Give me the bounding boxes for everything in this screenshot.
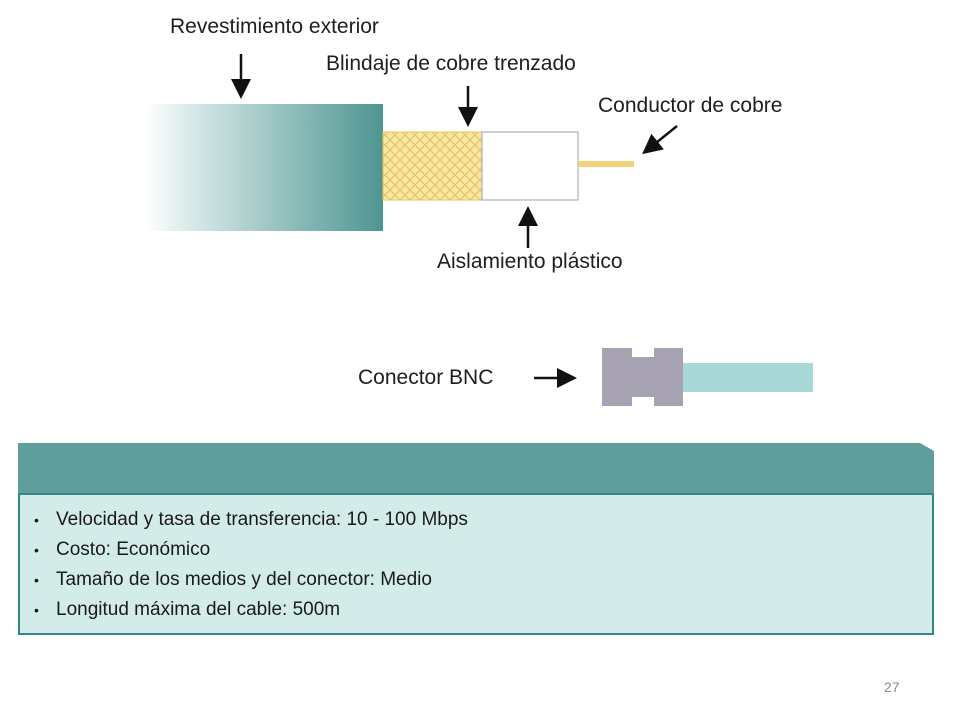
copper-conductor [578, 161, 634, 167]
insulation-label: Aislamiento plástico [437, 250, 623, 273]
conductor-label: Conductor de cobre [598, 94, 783, 117]
bnc-cable [683, 363, 813, 392]
outer-jacket [145, 104, 383, 231]
outer-jacket-label: Revestimiento exterior [170, 15, 379, 38]
bullet-icon: • [34, 572, 39, 588]
plastic-insulation [481, 131, 579, 201]
specs-list-item: • Longitud máxima del cable: 500m [34, 595, 468, 625]
spec-cost: Costo: Económico [56, 539, 211, 560]
spec-speed: Velocidad y tasa de transferencia: 10 - … [56, 509, 468, 530]
spec-size: Tamaño de los medios y del conector: Med… [56, 569, 432, 590]
specs-panel-body: • Velocidad y tasa de transferencia: 10 -… [18, 493, 934, 635]
conductor-arrow [642, 125, 678, 155]
specs-panel-header [18, 443, 934, 495]
bullet-icon: • [34, 512, 39, 528]
specs-list-item: • Velocidad y tasa de transferencia: 10 -… [34, 505, 468, 535]
braided-shield [382, 131, 483, 201]
page-number: 27 [884, 679, 900, 695]
bullet-icon: • [34, 602, 39, 618]
bnc-connector [602, 348, 813, 406]
braided-shield-label: Blindaje de cobre trenzado [326, 52, 576, 75]
specs-list-item: • Tamaño de los medios y del conector: Me… [34, 565, 468, 595]
specs-panel: • Velocidad y tasa de transferencia: 10 -… [18, 443, 934, 635]
bullet-icon: • [34, 542, 39, 558]
bnc-connector-label: Conector BNC [358, 366, 494, 389]
spec-max-length: Longitud máxima del cable: 500m [56, 599, 341, 620]
coaxial-cable-diagram [145, 54, 813, 406]
specs-list-item: • Costo: Económico [34, 535, 468, 565]
specs-list: • Velocidad y tasa de transferencia: 10 -… [34, 505, 468, 625]
